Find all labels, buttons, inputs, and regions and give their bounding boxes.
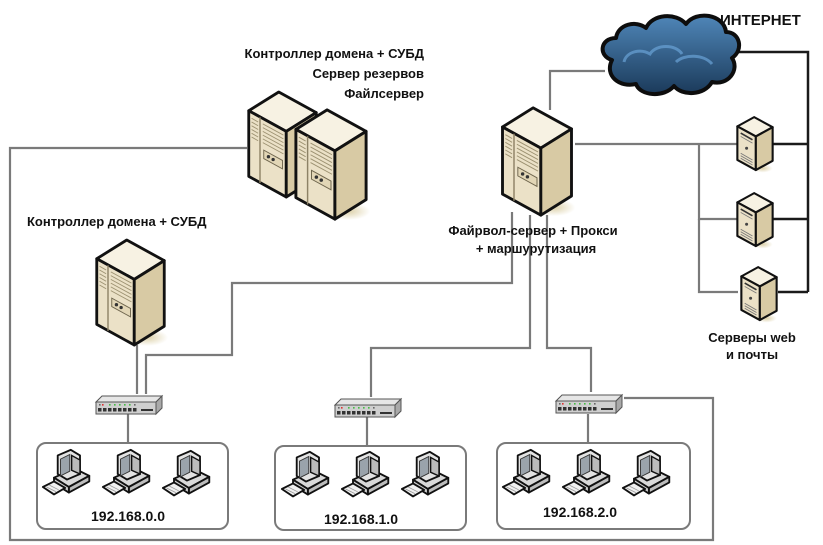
subnet-1: 192.168.1.0: [274, 445, 467, 531]
web-mail-servers: Серверы web и почты: [708, 116, 796, 362]
wire-firewall-switch1: [144, 212, 514, 394]
wire-webbus-bottom: [697, 219, 738, 294]
wires-internet: [733, 50, 810, 294]
firewall-label-1: Файрвол-сервер + Прокси: [448, 223, 617, 238]
secondary-dc: Контроллер домена + СУБД: [27, 214, 207, 348]
subnet-address: 192.168.2.0: [543, 504, 617, 520]
switches: [95, 394, 623, 418]
wire-backbone-loop: [8, 146, 715, 542]
network-switch-icon: [95, 395, 163, 415]
cloud-icon: [600, 13, 742, 96]
firewall-label-2: + маршурутизация: [476, 241, 596, 256]
subnet-2: 192.168.2.0: [496, 442, 691, 530]
server-tower-icon: [501, 106, 576, 218]
wires: [8, 69, 738, 542]
wire-firewall-switch2: [369, 215, 532, 397]
main-servers-label-2: Сервер резервов: [312, 66, 424, 81]
firewall-server: Файрвол-сервер + Прокси + маршурутизация: [448, 106, 618, 256]
web-servers-label-2: и почты: [726, 347, 778, 362]
web-server-icon: [740, 266, 778, 324]
internet-label: ИНТЕРНЕТ: [720, 12, 801, 29]
wire-internet-trunk: [733, 50, 810, 292]
internet-cloud: ИНТЕРНЕТ: [600, 12, 801, 96]
server-tower-icon: [294, 108, 370, 222]
secondary-dc-label: Контроллер домена + СУБД: [27, 214, 207, 229]
web-servers-label-1: Серверы web: [708, 330, 796, 345]
wire-firewall-internet: [548, 69, 605, 110]
network-switch-icon: [555, 394, 623, 414]
server-tower-icon: [95, 238, 168, 348]
wire-firewall-switch3: [545, 215, 593, 392]
wire-webbus-vertical: [697, 144, 738, 221]
subnet-address: 192.168.1.0: [324, 511, 398, 527]
web-server-icon: [736, 116, 774, 174]
network-switch-icon: [334, 398, 402, 418]
subnet-0: 192.168.0.0: [36, 442, 229, 530]
web-server-icon: [736, 192, 774, 250]
main-servers-label-3: Файлсервер: [344, 86, 424, 101]
main-servers-label-1: Контроллер домена + СУБД: [245, 46, 425, 61]
main-server-pair: Контроллер домена + СУБД Сервер резервов…: [245, 46, 425, 222]
subnet-address: 192.168.0.0: [91, 508, 165, 524]
